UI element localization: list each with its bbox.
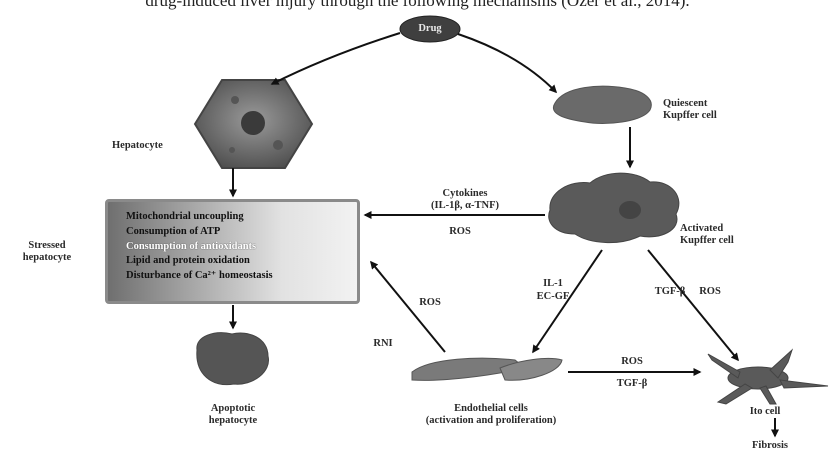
il1-edge-label: IL-1 — [543, 278, 563, 289]
apoptotic-hepatocyte-image — [196, 332, 269, 386]
cytokines-edge-label: Cytokines (IL-1β, α-TNF) — [431, 188, 499, 211]
drug-label: Drug — [418, 23, 442, 34]
endothelial-cells-label: Endothelial cells (activation and prolif… — [425, 403, 557, 426]
arrow-drug-to-quiescent — [457, 33, 558, 94]
tgfb-edge-label-endo-ito: TGF-β — [616, 378, 648, 389]
stress-item: Mitochondrial uncoupling — [126, 211, 244, 222]
endothelial-cells-image — [411, 357, 563, 381]
arrow-drug-to-hepatocyte — [270, 32, 401, 85]
activated-kupffer-label: Activated Kupffer cell — [680, 223, 734, 246]
hepatocyte-cell-image — [193, 79, 314, 169]
apoptotic-hepatocyte-label: Apoptotic hepatocyte — [208, 403, 258, 426]
hepatocyte-label: Hepatocyte — [112, 140, 163, 151]
tgfb-edge-label-kupffer: TGF-β — [654, 286, 686, 297]
ros-edge-label-endothelial: ROS — [419, 297, 441, 308]
stressed-hepatocyte-label: Stressed hepatocyte — [22, 240, 72, 263]
stress-item: Lipid and protein oxidation — [126, 255, 250, 267]
ecgf-edge-label: EC-GF — [536, 291, 570, 302]
activated-kupffer-image — [548, 172, 680, 244]
ito-cell-image — [707, 348, 829, 405]
ros-edge-label-kupffer: ROS — [449, 226, 471, 237]
stress-mechanisms-box: Mitochondrial uncoupling Consumption of … — [105, 199, 360, 304]
figure-caption: drug-induced liver injury through the fo… — [145, 0, 690, 10]
ros-edge-label-endo-ito: ROS — [621, 356, 643, 367]
quiescent-kupffer-label: Quiescent Kupffer cell — [663, 98, 717, 121]
ros-edge-label-ito: ROS — [699, 286, 721, 297]
stress-item: Consumption of ATP — [126, 225, 221, 237]
drug-node — [399, 15, 461, 43]
ito-cell-label: Ito cell — [749, 406, 781, 417]
stress-item: Disturbance of Ca²⁺ homeostasis — [126, 270, 273, 282]
rni-edge-label: RNI — [373, 338, 393, 349]
fibrosis-label: Fibrosis — [752, 440, 788, 451]
arrow-activated-to-ito — [647, 249, 739, 362]
quiescent-kupffer-image — [552, 85, 652, 124]
arrow-endothelial-to-stress — [370, 260, 446, 353]
stress-item: Consumption of antioxidants — [126, 240, 257, 252]
arrow-activated-to-endothelial — [532, 249, 603, 354]
